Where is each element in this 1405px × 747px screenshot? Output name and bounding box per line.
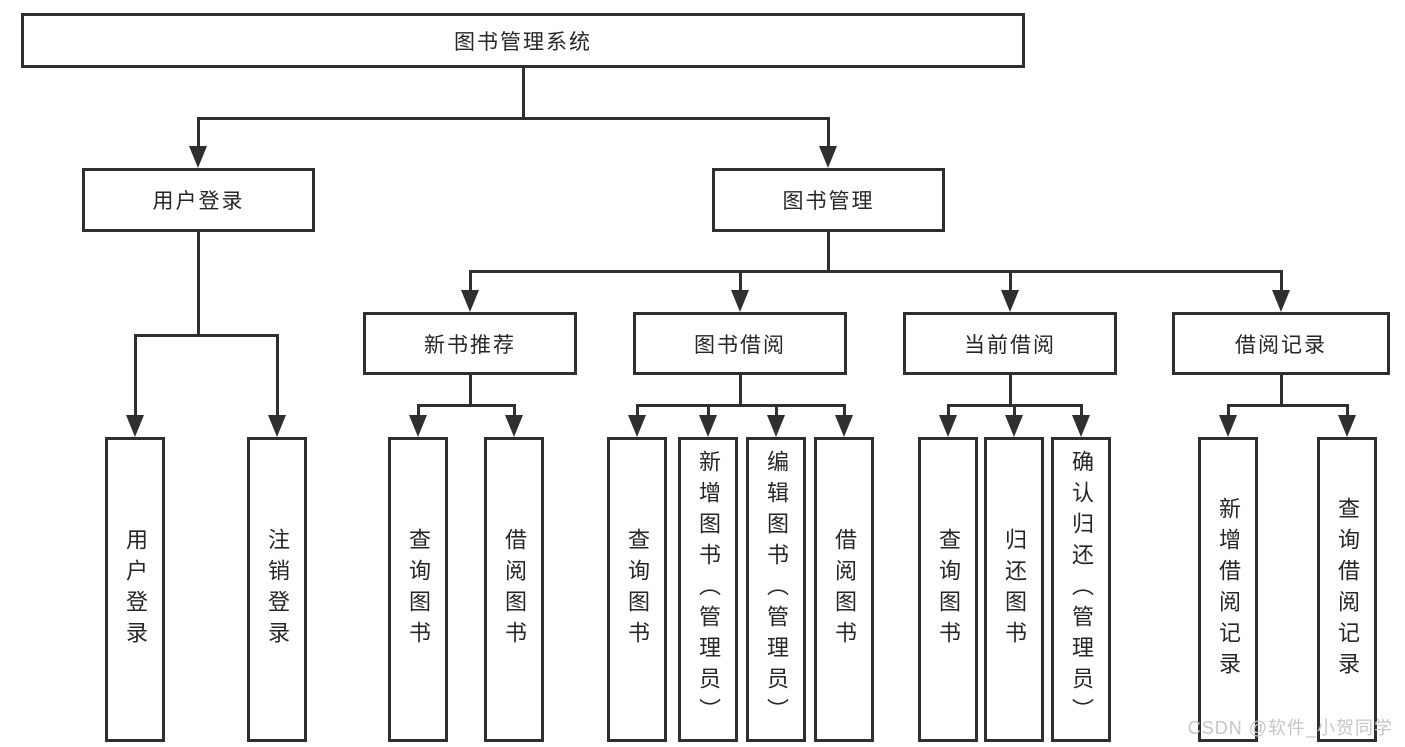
connector-line bbox=[1008, 375, 1012, 405]
node-book-management-label: 图书管理 bbox=[782, 190, 875, 213]
connector-line bbox=[1008, 271, 1012, 294]
node-label: 图书借阅 bbox=[694, 333, 786, 357]
connector-line bbox=[468, 375, 472, 405]
connector-line bbox=[635, 403, 846, 407]
leaf-borrow-books-recommend: 借阅图书 bbox=[484, 437, 544, 742]
leaf-label: 用户登录 bbox=[123, 527, 148, 652]
arrow-down-icon bbox=[628, 415, 646, 437]
leaf-label: 确认归还（管理员） bbox=[1069, 450, 1094, 729]
connector-line bbox=[133, 333, 279, 337]
arrow-down-icon bbox=[767, 415, 785, 437]
leaf-label: 借阅图书 bbox=[502, 527, 527, 652]
leaf-label: 查询图书 bbox=[625, 527, 650, 652]
leaf-label: 编辑图书（管理员） bbox=[764, 450, 789, 729]
arrow-down-icon bbox=[939, 415, 957, 437]
arrow-down-icon bbox=[1005, 415, 1023, 437]
connector-line bbox=[196, 116, 830, 120]
connector-line bbox=[774, 405, 778, 419]
node-borrowing-records: 借阅记录 bbox=[1172, 312, 1390, 375]
leaf-label: 新增图书（管理员） bbox=[696, 450, 721, 729]
node-current-borrowing: 当前借阅 bbox=[903, 312, 1117, 375]
leaf-label: 归还图书 bbox=[1002, 527, 1027, 652]
leaf-user-login: 用户登录 bbox=[105, 437, 165, 742]
connector-line bbox=[468, 269, 1283, 273]
connector-line bbox=[1226, 405, 1230, 419]
leaf-add-books-admin: 新增图书（管理员） bbox=[678, 437, 738, 742]
leaf-confirm-return-admin: 确认归还（管理员） bbox=[1051, 437, 1111, 742]
arrow-down-icon bbox=[409, 415, 427, 437]
node-user-login-label: 用户登录 bbox=[152, 190, 245, 213]
connector-line bbox=[521, 68, 525, 118]
connector-line bbox=[275, 335, 279, 419]
node-root-label: 图书管理系统 bbox=[454, 30, 592, 54]
leaf-return-books: 归还图书 bbox=[984, 437, 1044, 742]
arrow-down-icon bbox=[1219, 415, 1237, 437]
leaf-label: 查询借阅记录 bbox=[1335, 496, 1360, 683]
node-user-login: 用户登录 bbox=[82, 168, 315, 232]
node-root: 图书管理系统 bbox=[21, 13, 1025, 68]
arrow-down-icon bbox=[126, 415, 144, 437]
node-book-borrowing: 图书借阅 bbox=[633, 312, 847, 375]
connector-line bbox=[1079, 405, 1083, 419]
connector-line bbox=[842, 405, 846, 419]
connector-line bbox=[706, 405, 710, 419]
arrow-down-icon bbox=[699, 415, 717, 437]
csdn-watermark: CSDN @软件_小贺同学 bbox=[1187, 718, 1393, 738]
node-new-book-recommendation: 新书推荐 bbox=[363, 312, 577, 375]
connector-line bbox=[738, 375, 742, 405]
arrow-down-icon bbox=[189, 146, 207, 168]
connector-line bbox=[468, 271, 472, 294]
leaf-label: 查询图书 bbox=[406, 527, 431, 652]
arrow-down-icon bbox=[819, 146, 837, 168]
arrow-down-icon bbox=[1338, 415, 1356, 437]
connector-line bbox=[1226, 403, 1349, 407]
connector-line bbox=[738, 271, 742, 294]
connector-line bbox=[416, 405, 420, 419]
connector-line bbox=[1279, 271, 1283, 294]
connector-line bbox=[416, 403, 516, 407]
connector-line bbox=[196, 232, 200, 335]
leaf-label: 新增借阅记录 bbox=[1216, 496, 1241, 683]
connector-line bbox=[512, 405, 516, 419]
arrow-down-icon bbox=[1001, 290, 1019, 312]
arrow-down-icon bbox=[268, 415, 286, 437]
arrow-down-icon bbox=[835, 415, 853, 437]
node-label: 当前借阅 bbox=[964, 333, 1056, 357]
connector-line bbox=[826, 232, 830, 271]
connector-line bbox=[196, 118, 200, 150]
connector-line bbox=[826, 118, 830, 150]
arrow-down-icon bbox=[731, 290, 749, 312]
leaf-query-books-current: 查询图书 bbox=[918, 437, 978, 742]
leaf-logout: 注销登录 bbox=[247, 437, 307, 742]
connector-line bbox=[946, 405, 950, 419]
leaf-add-borrow-record: 新增借阅记录 bbox=[1198, 437, 1258, 742]
leaf-label: 注销登录 bbox=[265, 527, 290, 652]
leaf-borrow-books: 借阅图书 bbox=[814, 437, 874, 742]
arrow-down-icon bbox=[1272, 290, 1290, 312]
leaf-query-borrow-record: 查询借阅记录 bbox=[1317, 437, 1377, 742]
leaf-query-books-borrow: 查询图书 bbox=[607, 437, 667, 742]
leaf-label: 借阅图书 bbox=[832, 527, 857, 652]
connector-line bbox=[635, 405, 639, 419]
connector-line bbox=[1012, 405, 1016, 419]
leaf-edit-books-admin: 编辑图书（管理员） bbox=[746, 437, 806, 742]
leaf-label: 查询图书 bbox=[936, 527, 961, 652]
node-label: 新书推荐 bbox=[424, 333, 516, 357]
connector-line bbox=[1279, 375, 1283, 405]
node-book-management: 图书管理 bbox=[712, 168, 945, 232]
connector-line bbox=[133, 335, 137, 419]
connector-line bbox=[1345, 405, 1349, 419]
leaf-query-books-recommend: 查询图书 bbox=[388, 437, 448, 742]
arrow-down-icon bbox=[505, 415, 523, 437]
arrow-down-icon bbox=[461, 290, 479, 312]
node-label: 借阅记录 bbox=[1235, 333, 1327, 357]
arrow-down-icon bbox=[1072, 415, 1090, 437]
